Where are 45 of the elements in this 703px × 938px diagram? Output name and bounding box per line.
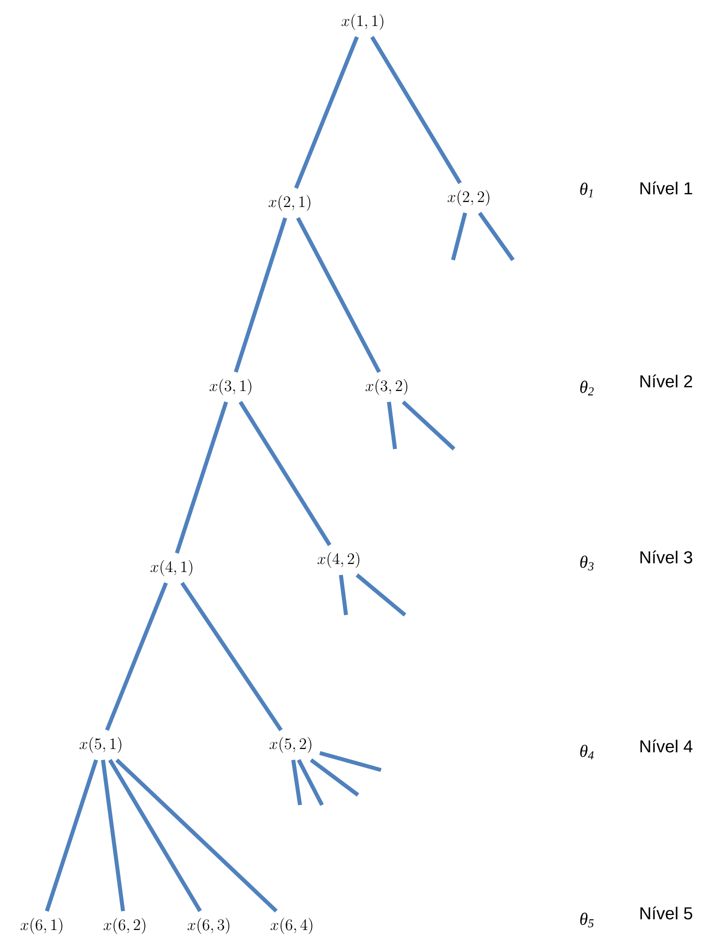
branch-line	[451, 212, 468, 260]
node-label: $x(6,4)$	[270, 918, 312, 934]
branch-line	[105, 582, 168, 731]
level-label: Nível 1	[640, 182, 692, 194]
node-label: $x(1,1)$	[342, 14, 384, 30]
parameter-label: θ$_{4}$	[580, 744, 594, 760]
branch-line	[478, 212, 515, 262]
node-label: $x(3,2)$	[366, 379, 408, 396]
branch-line	[174, 401, 228, 554]
parameter-label: θ$_{5}$	[580, 912, 594, 928]
node-label: $x(6,3)$	[188, 918, 230, 934]
node-label: $x(6,2)$	[104, 918, 146, 934]
branch-line	[294, 36, 359, 189]
branch-line	[234, 217, 288, 373]
level-label: Nível 5	[640, 906, 692, 920]
branch-line	[115, 758, 278, 913]
branch-line	[101, 760, 125, 912]
level-label: Nível 4	[640, 740, 692, 752]
branch-line	[296, 217, 381, 373]
node-label: $x(5,2)$	[270, 737, 312, 754]
level-label: Nível 3	[640, 550, 692, 564]
branch-line	[310, 758, 360, 797]
branch-line	[44, 759, 98, 912]
branch-line	[338, 574, 348, 616]
branch-line	[370, 36, 462, 184]
node-label: $x(2,2)$	[448, 190, 490, 206]
node-label: $x(4,1)$	[150, 560, 192, 576]
node-label: $x(6,1)$	[20, 918, 62, 934]
level-label: Nível 2	[640, 374, 692, 388]
branch-line	[386, 402, 397, 450]
branch-line	[238, 400, 332, 546]
branch-line	[402, 400, 456, 450]
node-label: $x(5,1)$	[80, 737, 122, 754]
branch-line	[291, 760, 302, 806]
parameter-label: θ$_{2}$	[580, 380, 594, 396]
branch-line	[319, 751, 382, 772]
branch-line	[108, 758, 202, 912]
node-label: $x(3,1)$	[210, 379, 252, 396]
parameter-label: θ$_{1}$	[580, 182, 593, 198]
branch-line	[180, 582, 283, 732]
parameter-label: θ$_{3}$	[580, 556, 594, 570]
branch-line	[356, 573, 406, 617]
node-label: $x(4,2)$	[318, 552, 360, 568]
node-label: $x(2,1)$	[268, 195, 310, 212]
branch-line	[296, 759, 324, 806]
